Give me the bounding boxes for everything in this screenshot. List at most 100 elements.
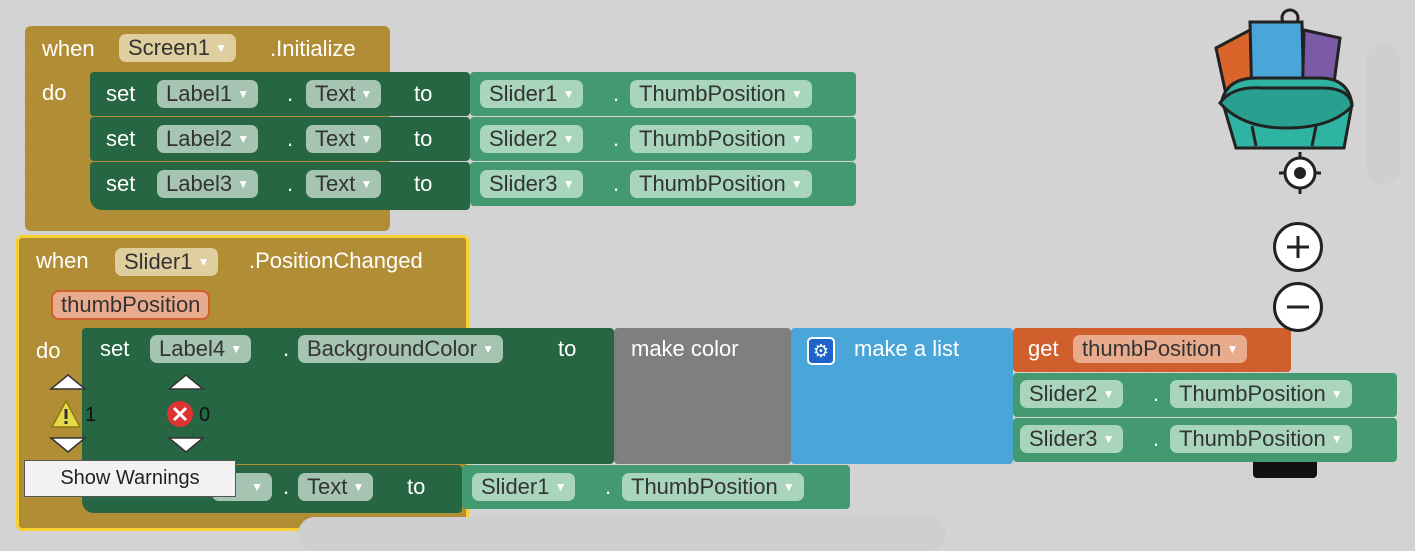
label2-dropdown[interactable]: Label2 ▼ <box>157 125 259 153</box>
thumbposition-dropdown[interactable]: ThumbPosition▼ <box>622 473 804 501</box>
slider1-dropdown[interactable]: Slider1▼ <box>480 80 584 108</box>
label1-dropdown[interactable]: Label1 ▼ <box>157 80 259 108</box>
set-label3-text-block[interactable]: set Label3▼ . Text▼ to <box>90 162 470 210</box>
dot: . <box>1153 426 1160 451</box>
slider3-thumbposition-item[interactable]: Slider3 ▼ . ThumbPosition ▼ <box>1013 418 1397 462</box>
warning-indicator: 1 <box>48 372 98 462</box>
backgroundcolor-property-dropdown[interactable]: BackgroundColor▼ <box>298 335 503 363</box>
chevron-down-icon: ▼ <box>1226 342 1239 356</box>
plus-icon[interactable] <box>1273 222 1323 272</box>
thumbposition-dropdown[interactable]: ThumbPosition▼ <box>1170 380 1352 408</box>
set-label4-backgroundcolor-block[interactable]: set Label4▼ . BackgroundColor▼ to <box>82 328 614 464</box>
component-label: Slider2 <box>1029 381 1098 406</box>
property-label: Text <box>315 126 356 151</box>
get-keyword: get <box>1028 336 1059 361</box>
slider3-dropdown[interactable]: Slider3▼ <box>480 170 584 198</box>
slider1-thumbposition-getter[interactable]: Slider1▼ . ThumbPosition▼ <box>470 72 856 116</box>
chevron-down-icon: ▼ <box>237 87 250 101</box>
chevron-down-icon: ▼ <box>352 480 365 494</box>
text-property-dropdown[interactable]: Text▼ <box>306 125 382 153</box>
chevron-down-icon: ▼ <box>1330 387 1343 401</box>
slider1-event-dropdown[interactable]: Slider1 ▼ <box>115 248 219 276</box>
chevron-down-icon: ▼ <box>197 255 210 269</box>
show-warnings-button[interactable]: Show Warnings <box>24 460 236 497</box>
slider1-thumbposition-getter[interactable]: Slider1▼ . ThumbPosition▼ <box>462 465 850 509</box>
property-label: ThumbPosition <box>1179 426 1326 451</box>
slider1-dropdown[interactable]: Slider1 ▼ <box>472 473 576 501</box>
dot: . <box>1153 381 1160 406</box>
dot: . <box>283 336 290 361</box>
event-name: .PositionChanged <box>249 248 423 273</box>
chevron-down-icon: ▼ <box>1330 432 1343 446</box>
warning-arrows[interactable] <box>48 372 88 462</box>
make-color-block[interactable]: make color <box>614 328 791 464</box>
property-label: ThumbPosition <box>639 81 786 106</box>
error-icon <box>167 401 193 427</box>
chevron-down-icon: ▼ <box>237 132 250 146</box>
show-warnings-label: Show Warnings <box>60 467 200 489</box>
thumbposition-parameter[interactable]: thumbPosition <box>51 290 211 320</box>
error-arrows[interactable] <box>166 372 206 462</box>
do-label: do <box>42 80 67 105</box>
property-label: ThumbPosition <box>639 171 786 196</box>
dot: . <box>283 474 290 499</box>
slider2-thumbposition-getter[interactable]: Slider2▼ . ThumbPosition▼ <box>470 117 856 161</box>
thumbposition-dropdown[interactable]: ThumbPosition ▼ <box>1170 425 1352 453</box>
property-label: Text <box>307 474 348 499</box>
slider3-thumbposition-getter[interactable]: Slider3▼ . ThumbPosition▼ <box>470 162 856 206</box>
thumbposition-dropdown[interactable]: ThumbPosition▼ <box>630 125 812 153</box>
to-keyword: to <box>414 126 433 151</box>
vertical-scrollbar[interactable] <box>1366 44 1400 184</box>
chevron-down-icon: ▼ <box>790 132 803 146</box>
target-icon[interactable] <box>1275 148 1325 198</box>
when-label: when <box>42 36 95 61</box>
make-a-list-block[interactable]: ⚙ make a list <box>791 328 1013 464</box>
chevron-down-icon: ▼ <box>1102 432 1115 446</box>
label4-dropdown[interactable]: Label4▼ <box>150 335 252 363</box>
error-indicator: 0 <box>166 372 216 462</box>
text-property-dropdown[interactable]: Text ▼ <box>306 170 382 198</box>
dot: . <box>613 126 620 151</box>
component-label: Slider3 <box>1029 426 1098 451</box>
warning-count: 1 <box>85 404 97 426</box>
thumbposition-dropdown[interactable]: ThumbPosition ▼ <box>630 170 812 198</box>
slider3-dropdown[interactable]: Slider3 ▼ <box>1020 425 1124 453</box>
component-label: Screen1 <box>128 35 210 60</box>
when-label: when <box>36 248 89 273</box>
chevron-down-icon: ▼ <box>360 177 373 191</box>
set-keyword: set <box>106 81 136 106</box>
component-label: Label1 <box>166 81 233 106</box>
set-label2-text-block[interactable]: set Label2▼ . Text▼ to <box>90 117 470 161</box>
text-property-dropdown[interactable]: Text ▼ <box>298 473 374 501</box>
minus-icon[interactable] <box>1273 282 1323 332</box>
component-label: Label2 <box>166 126 233 151</box>
backpack-icon[interactable] <box>1212 8 1362 153</box>
screen1-dropdown[interactable]: Screen1▼ <box>119 34 236 62</box>
thumbposition-variable-dropdown[interactable]: thumbPosition ▼ <box>1073 335 1248 363</box>
slider2-thumbposition-item[interactable]: Slider2 ▼ . ThumbPosition▼ <box>1013 373 1397 417</box>
property-label: Text <box>315 171 356 196</box>
slider2-dropdown[interactable]: Slider2▼ <box>480 125 584 153</box>
component-label: Slider1 <box>489 81 558 106</box>
component-label: Label3 <box>166 171 233 196</box>
text-property-dropdown[interactable]: Text▼ <box>306 80 382 108</box>
component-label: Slider1 <box>124 249 193 274</box>
thumbposition-dropdown[interactable]: ThumbPosition▼ <box>630 80 812 108</box>
gear-icon[interactable]: ⚙ <box>807 337 835 365</box>
property-label: BackgroundColor <box>307 336 477 361</box>
chevron-down-icon: ▼ <box>230 342 243 356</box>
set-label1-text-block[interactable]: set Label1▼ . Text▼ to <box>90 72 470 116</box>
property-label: ThumbPosition <box>631 474 778 499</box>
chevron-down-icon: ▼ <box>554 480 567 494</box>
dot: . <box>287 81 294 106</box>
get-thumbposition-block[interactable]: get thumbPosition ▼ <box>1013 328 1291 372</box>
component-label: Slider1 <box>481 474 550 499</box>
chevron-down-icon: ▼ <box>790 177 803 191</box>
slider2-dropdown[interactable]: Slider2 ▼ <box>1020 380 1124 408</box>
chevron-down-icon: ▼ <box>1102 387 1115 401</box>
set-keyword: set <box>106 126 136 151</box>
horizontal-scrollbar[interactable] <box>298 517 946 551</box>
variable-label: thumbPosition <box>1082 336 1222 361</box>
label3-dropdown[interactable]: Label3▼ <box>157 170 259 198</box>
error-count: 0 <box>199 404 211 426</box>
